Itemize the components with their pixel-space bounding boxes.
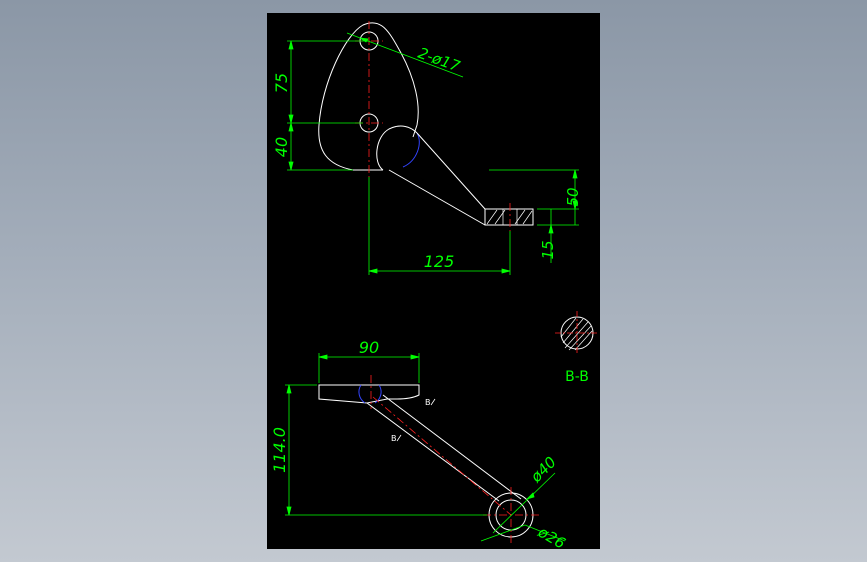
drawing-canvas: 75 40 2-ø17 50 15 125: [270, 21, 599, 553]
drawing-sheet[interactable]: 75 40 2-ø17 50 15 125: [267, 13, 600, 553]
dim-outer-diameter-label: ø40: [526, 453, 559, 486]
dim-50-label: 50: [564, 187, 582, 206]
pad-hatching: [486, 209, 533, 225]
top-view-dimensions: [287, 32, 579, 275]
dim-40-label: 40: [272, 137, 291, 157]
lever-body-outline: [318, 22, 419, 171]
arm-lower-edge: [388, 169, 486, 226]
bottom-arm-lower-edge: [366, 402, 500, 502]
hidden-arc: [402, 132, 420, 168]
bottom-view: B B: [270, 338, 568, 553]
section-label: B-B: [565, 369, 589, 385]
bottom-arm-upper-edge: [382, 394, 522, 500]
dim-inner-diameter-label: ø26: [534, 522, 568, 549]
dim-15-label: 15: [539, 240, 557, 259]
arm-upper-edge: [416, 132, 486, 210]
dim-75-label: 75: [272, 73, 291, 93]
bottom-view-centerlines: [370, 375, 539, 543]
dim-125-label: 125: [424, 252, 455, 271]
bottom-view-dimensions: [285, 353, 566, 542]
hole-callout-label: 2-ø17: [416, 44, 463, 76]
plate-outline: [318, 384, 420, 404]
section-hatching: [560, 317, 593, 351]
plate-hidden-arc: [358, 384, 366, 404]
dim-114-label: 114.0: [270, 427, 289, 473]
dim-90-label: 90: [359, 338, 379, 357]
plate-hidden-arc-2: [374, 384, 382, 404]
section-marker-upper: B: [425, 398, 431, 407]
top-view: 75 40 2-ø17 50 15 125: [272, 21, 582, 275]
arm-boss-outline: [376, 125, 418, 171]
section-marker-lower: B: [391, 434, 397, 443]
arm-pad: [484, 208, 534, 226]
section-b-b: B-B: [555, 311, 599, 385]
